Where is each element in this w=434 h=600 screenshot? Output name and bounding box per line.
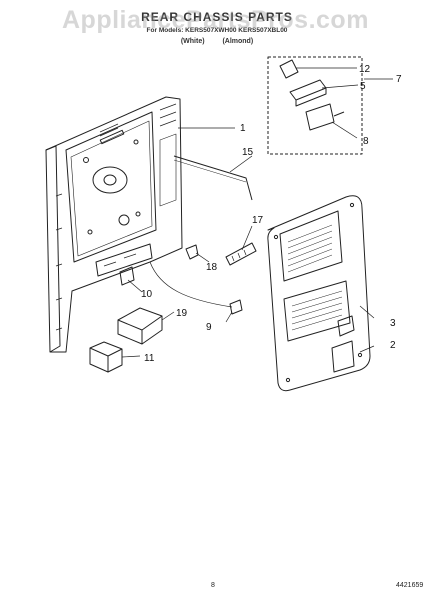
watermark: AppliancePartsPros.com xyxy=(62,6,369,34)
color-code-almond: (Almond) xyxy=(222,38,254,45)
wire-clip xyxy=(185,244,199,260)
color-code-white: (White) xyxy=(180,38,205,45)
page-number: 8 xyxy=(211,582,215,589)
color-codes: (White) (Almond) xyxy=(0,38,434,45)
callout-15: 15 xyxy=(242,147,254,158)
callout-5: 5 xyxy=(360,81,366,92)
rear-chassis-panel xyxy=(45,96,183,353)
assembly-group-box xyxy=(267,56,363,155)
callout-3: 3 xyxy=(390,318,396,329)
callout-11: 11 xyxy=(144,353,155,364)
callout-17: 17 xyxy=(252,215,264,226)
mounting-bracket xyxy=(117,307,163,345)
diagram-title: REAR CHASSIS PARTS xyxy=(141,10,293,24)
callout-9: 9 xyxy=(206,322,212,333)
transformer-box xyxy=(89,341,123,373)
callout-18: 18 xyxy=(206,262,218,273)
callout-10: 10 xyxy=(141,289,153,300)
switch-bracket xyxy=(289,79,327,107)
small-bracket xyxy=(119,266,135,286)
leader-lines xyxy=(121,67,393,358)
terminal-block xyxy=(225,242,257,266)
solenoid-part xyxy=(305,103,345,131)
callout-7: 7 xyxy=(396,74,402,85)
callout-19: 19 xyxy=(176,308,188,319)
rear-access-cover xyxy=(267,195,371,392)
grommet xyxy=(229,299,243,315)
document-code: 4421659 xyxy=(396,582,424,589)
rod-part xyxy=(173,155,253,201)
callout-1: 1 xyxy=(240,123,246,134)
switch-part xyxy=(279,59,299,79)
cover-bracket xyxy=(331,340,355,373)
wire-harness xyxy=(149,261,233,308)
model-list: For Models: KERS507XWH00 KERS507XBL00 xyxy=(146,27,288,34)
callout-2: 2 xyxy=(390,340,396,351)
callout-8: 8 xyxy=(363,136,369,147)
callout-12: 12 xyxy=(359,64,371,75)
